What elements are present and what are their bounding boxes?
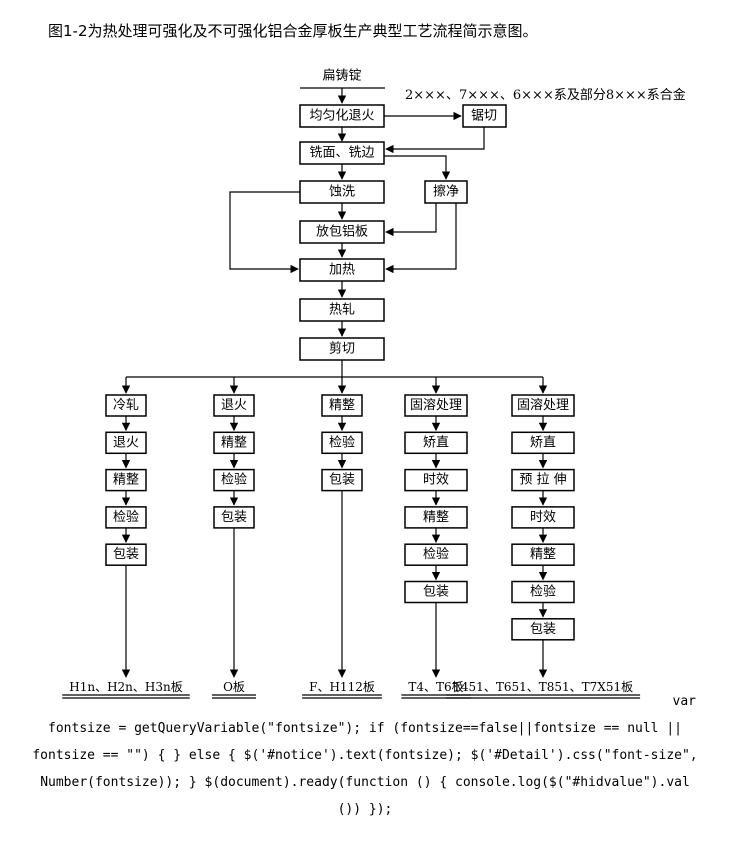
code-line-3: fontsize == "") { } else { $('#notice').… [32, 748, 698, 763]
alloy-series-note: 2×××、7×××、6×××系及部分8×××系合金 [405, 87, 686, 103]
branch-2-product-label: O板 [223, 680, 245, 694]
box-saw-label: 锯切 [471, 109, 497, 124]
branch-group: 冷轧退火精整检验包装H1n、H2n、H3n板退火精整检验包装O板精整检验包装F、… [62, 377, 641, 699]
box-clad-label: 放包铝板 [316, 225, 368, 240]
arrow-wipe-to-clad [385, 203, 437, 237]
branch-3-step-1-label: 精整 [329, 398, 355, 413]
box-shear-label: 剪切 [329, 341, 355, 357]
branch-1-step-3-label: 精整 [113, 473, 139, 488]
branch-4-step-5-label: 检验 [423, 546, 449, 562]
leaked-script-text: var fontsize = getQueryVariable("fontsiz… [0, 688, 730, 823]
branch-2-step-1-label: 退火 [221, 398, 247, 413]
arrow-saw-to-mill [385, 127, 485, 154]
code-line-5: ()) }); [337, 802, 393, 817]
branch-5-product-label: T451、T651、T851、T7X51板 [453, 680, 633, 694]
branch-5-step-7-label: 包装 [530, 622, 556, 637]
branch-4-step-1-label: 固溶处理 [410, 398, 462, 413]
branch-5-step-3-label: 预 拉 伸 [519, 473, 566, 488]
box-wipe [424, 180, 468, 204]
branch-1-product-label: H1n、H2n、H3n板 [69, 680, 183, 694]
branch-5-step-2-label: 矫直 [530, 435, 556, 450]
branch-1-step-2-label: 退火 [113, 435, 139, 450]
box-mill-label: 铣面、铣边 [309, 146, 374, 161]
branch-5-step-1-label: 固溶处理 [517, 398, 569, 413]
branch-3-step-2-label: 检验 [329, 434, 355, 450]
code-line-4: Number(fontsize)); } $(document).ready(f… [40, 775, 690, 790]
box-wipe-label: 擦净 [433, 185, 459, 200]
branch-4-step-3-label: 时效 [423, 473, 449, 488]
branch-2-step-3-label: 检验 [221, 472, 247, 488]
box-hotroll-label: 热轧 [329, 303, 355, 318]
branch-5-step-5-label: 精整 [530, 547, 556, 562]
branch-4-step-2-label: 矫直 [423, 435, 449, 450]
branch-1-step-4-label: 检验 [113, 509, 139, 525]
arrow-mill-to-wipe [384, 155, 451, 180]
branch-4-step-4-label: 精整 [423, 510, 449, 525]
figure-caption: 图1-2为热处理可强化及不可强化铝合金厚板生产典型工艺流程简示意图。 [48, 22, 538, 40]
branch-1-step-1-label: 冷轧 [113, 398, 139, 413]
code-line-2: fontsize = getQueryVariable("fontsize");… [48, 721, 682, 736]
branch-2-step-2-label: 精整 [221, 435, 247, 450]
box-heat-label: 加热 [329, 263, 355, 278]
branch-3-product-label: F、H112板 [309, 680, 375, 694]
branch-3-step-3-label: 包装 [329, 473, 355, 488]
box-etch-label: 蚀洗 [329, 185, 355, 200]
branch-2-step-4-label: 包装 [221, 510, 247, 525]
start-ingot-label: 扁铸锭 [322, 68, 361, 84]
process-flowchart: 扁铸锭 2×××、7×××、6×××系及部分8×××系合金 均匀化退火 锯切 铣… [62, 68, 686, 699]
branch-4-product-label: T4、T6板 [408, 680, 463, 694]
arrow-wipe-to-heat [385, 203, 457, 274]
branch-1-step-5-label: 包装 [113, 547, 139, 562]
box-homogenize-label: 均匀化退火 [309, 109, 374, 124]
arrow-etch-to-heat [229, 191, 300, 274]
branch-4-step-6-label: 包装 [423, 585, 449, 600]
branch-5-step-6-label: 检验 [530, 584, 556, 600]
code-line-1: var [672, 694, 696, 709]
branch-5-step-4-label: 时效 [530, 510, 556, 525]
